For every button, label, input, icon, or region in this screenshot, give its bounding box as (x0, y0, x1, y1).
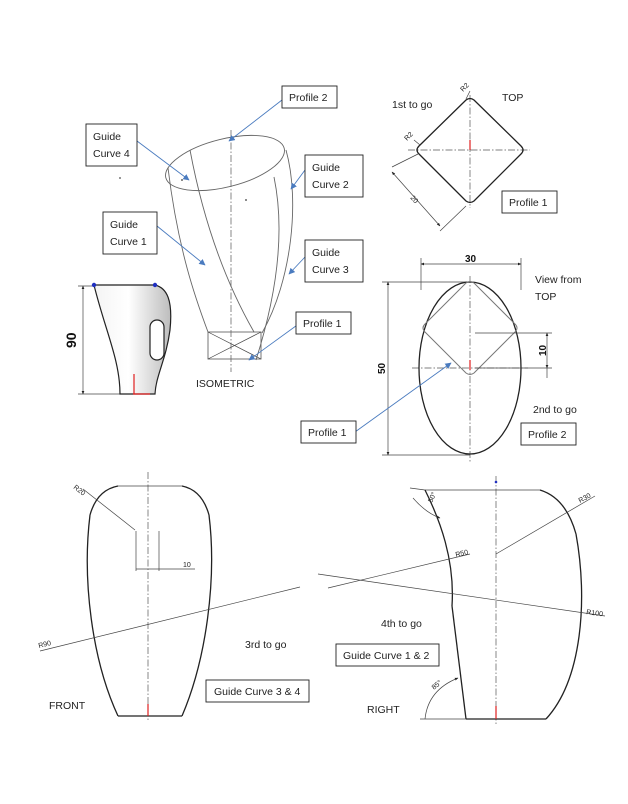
svg-text:Profile 1: Profile 1 (303, 318, 342, 330)
view-from-top-label: TOP (535, 291, 556, 303)
view-from-label: View from (535, 274, 582, 286)
dim-front-r20: R20 (72, 484, 87, 497)
dim-r2-left: R2 (403, 131, 414, 142)
front-label: FRONT (49, 700, 86, 712)
svg-text:Curve 3: Curve 3 (312, 264, 349, 276)
callout-guide-curve-1: Guide Curve 1 (102, 211, 158, 255)
dim-height-50: 50 (377, 362, 388, 374)
dim-diag-20: 20 (409, 195, 419, 206)
right-label: RIGHT (367, 704, 400, 716)
svg-text:Profile 1: Profile 1 (308, 427, 347, 439)
svg-text:Curve 4: Curve 4 (93, 148, 130, 160)
dim-right-85deg: 85° (430, 678, 443, 691)
callout-guide-curve-3: Guide Curve 3 (304, 239, 364, 283)
dim-offset-10: 10 (538, 344, 549, 356)
svg-text:Guide: Guide (312, 162, 340, 174)
dim-right-r30: R30 (578, 493, 593, 505)
isometric-view: ISOMETRIC (119, 130, 294, 390)
svg-text:Guide: Guide (110, 219, 138, 231)
svg-text:Profile 1: Profile 1 (509, 197, 548, 209)
dim-right-50deg: 50° (427, 491, 439, 504)
view-from-top-sketch: View from TOP 30 50 10 2nd to go (354, 254, 582, 462)
svg-text:Profile 2: Profile 2 (289, 92, 328, 104)
callout-profile-1-top: Profile 1 (501, 190, 558, 214)
callout-guide-curve-1-2: Guide Curve 1 & 2 (335, 643, 440, 667)
callout-profile-1-iso: Profile 1 (295, 311, 352, 335)
callout-profile-1-bottom: Profile 1 (300, 420, 357, 444)
first-to-go-label: 1st to go (392, 99, 432, 111)
front-sketch: R20 10 R90 3rd to go FRONT (38, 472, 301, 722)
svg-text:Profile 2: Profile 2 (528, 429, 567, 441)
dim-front-10: 10 (183, 562, 191, 569)
third-to-go-label: 3rd to go (245, 639, 287, 651)
svg-text:Guide Curve 3 & 4: Guide Curve 3 & 4 (214, 686, 301, 698)
dim-right-r100: R100 (586, 609, 604, 618)
top-label: TOP (502, 92, 523, 104)
callout-profile-2-bottom: Profile 2 (520, 422, 577, 446)
top-profile-sketch: 1st to go TOP 20 R2 R2 (391, 82, 530, 232)
svg-text:Curve 1: Curve 1 (110, 236, 147, 248)
second-to-go-label: 2nd to go (533, 404, 577, 416)
callout-guide-curve-2: Guide Curve 2 (304, 154, 364, 198)
iso-leaders (136, 99, 306, 361)
callout-guide-curve-4: Guide Curve 4 (85, 123, 138, 167)
fourth-to-go-label: 4th to go (381, 618, 422, 630)
dim-width-30: 30 (465, 254, 477, 265)
svg-text:Curve 2: Curve 2 (312, 179, 349, 191)
callout-guide-curve-3-4: Guide Curve 3 & 4 (205, 679, 310, 703)
svg-text:Guide: Guide (312, 247, 340, 259)
dim-right-r50: R50 (455, 549, 469, 559)
dim-front-r90: R90 (38, 640, 52, 650)
dim-solid-height: 90 (63, 332, 79, 348)
dim-r2-top: R2 (459, 82, 470, 93)
svg-text:Guide: Guide (93, 131, 121, 143)
isometric-label: ISOMETRIC (196, 378, 255, 390)
callout-profile-2-top: Profile 2 (281, 85, 338, 109)
solid-model: 90 (63, 282, 172, 395)
svg-text:Guide Curve 1 & 2: Guide Curve 1 & 2 (343, 650, 430, 662)
right-sketch: 50° R30 R50 R100 4th to go 85° RIGHT (317, 476, 606, 724)
